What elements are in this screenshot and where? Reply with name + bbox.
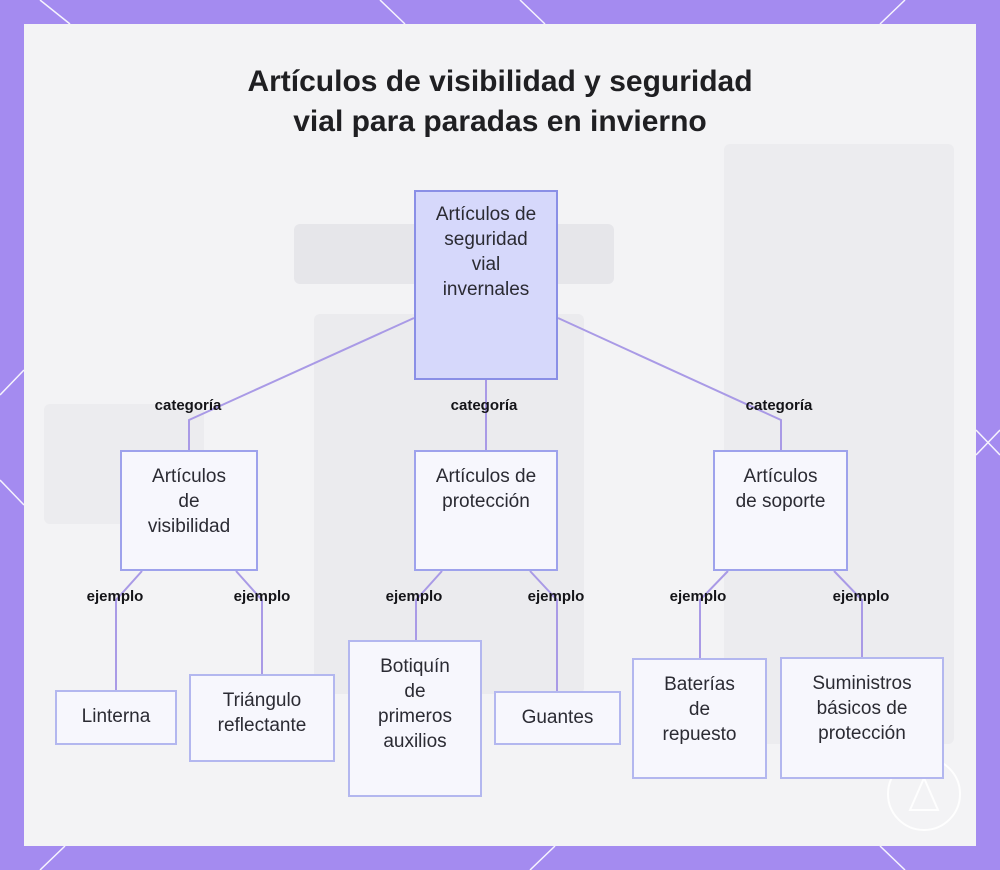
edge-label-ejemplo-triangulo: ejemplo: [234, 588, 291, 605]
edge-label-ejemplo-guantes: ejemplo: [528, 588, 585, 605]
title-line-1: Artículos de visibilidad y seguridad: [100, 62, 900, 102]
node-linterna: Linterna: [55, 690, 177, 745]
edge-label-categoria-proteccion: categoría: [451, 397, 518, 414]
edge-proteccion-botiquin: [416, 571, 442, 640]
node-botiquin-label: Botiquín de primeros auxilios: [370, 654, 460, 754]
node-guantes: Guantes: [494, 691, 621, 745]
node-root-label: Artículos de seguridad vial invernales: [431, 202, 541, 302]
node-guantes-label: Guantes: [522, 705, 594, 730]
edge-soporte-suministros: [834, 571, 862, 657]
title-line-2: vial para paradas en invierno: [100, 102, 900, 142]
node-baterias: Baterías de repuesto: [632, 658, 767, 779]
node-suministros-label: Suministros básicos de protección: [800, 671, 924, 746]
edge-visibilidad-triangulo: [236, 571, 262, 674]
node-linterna-label: Linterna: [82, 704, 151, 729]
edge-label-ejemplo-botiquin: ejemplo: [386, 588, 443, 605]
edge-root-soporte: [558, 318, 781, 450]
edge-label-ejemplo-linterna: ejemplo: [87, 588, 144, 605]
node-triangulo-label: Triángulo reflectante: [207, 688, 317, 738]
node-suministros: Suministros básicos de protección: [780, 657, 944, 779]
node-baterias-label: Baterías de repuesto: [655, 672, 745, 747]
node-proteccion: Artículos de protección: [414, 450, 558, 571]
node-root: Artículos de seguridad vial invernales: [414, 190, 558, 380]
edge-root-visibilidad: [189, 318, 414, 450]
node-visibilidad: Artículos de visibilidad: [120, 450, 258, 571]
node-botiquin: Botiquín de primeros auxilios: [348, 640, 482, 797]
diagram-title: Artículos de visibilidad y seguridad via…: [100, 62, 900, 142]
edge-label-categoria-visibilidad: categoría: [155, 397, 222, 414]
node-visibilidad-label: Artículos de visibilidad: [141, 464, 237, 539]
node-triangulo: Triángulo reflectante: [189, 674, 335, 762]
node-proteccion-label: Artículos de protección: [431, 464, 541, 514]
edge-label-ejemplo-suministros: ejemplo: [833, 588, 890, 605]
node-soporte: Artículos de soporte: [713, 450, 848, 571]
edge-label-ejemplo-baterias: ejemplo: [670, 588, 727, 605]
edge-label-categoria-soporte: categoría: [746, 397, 813, 414]
node-soporte-label: Artículos de soporte: [733, 464, 829, 514]
edge-soporte-baterias: [700, 571, 728, 658]
